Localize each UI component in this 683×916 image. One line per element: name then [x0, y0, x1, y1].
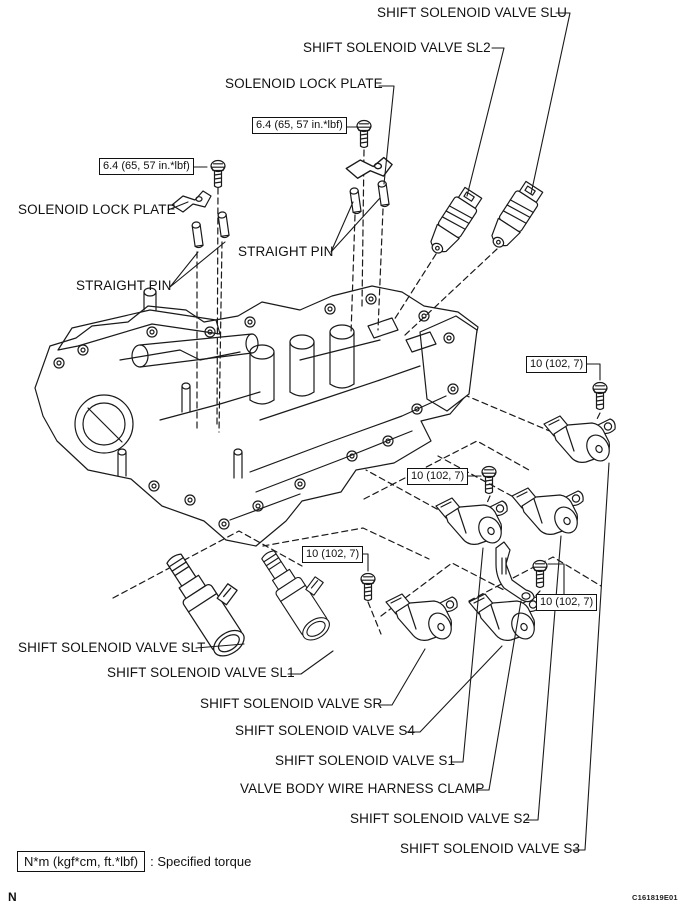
valve-body-drawing: [34, 285, 479, 547]
torque-spec-lock-plate-bolt: 6.4 (65, 57 in.*lbf): [252, 117, 347, 135]
s3-solenoid-drawing: [543, 415, 616, 466]
label-shift-solenoid-valve-sl1: SHIFT SOLENOID VALVE SL1: [107, 665, 295, 680]
label-solenoid-lock-plate-left: SOLENOID LOCK PLATE: [18, 202, 176, 217]
label-valve-body-wire-harness-clamp: VALVE BODY WIRE HARNESS CLAMP: [240, 781, 485, 796]
s2-solenoid-drawing: [511, 487, 584, 538]
torque-spec-solenoid-bolt: 10 (102, 7): [407, 468, 469, 486]
torque-legend: N*m (kgf*cm, ft.*lbf) : Specified torque: [17, 851, 251, 872]
torque-unit-box: N*m (kgf*cm, ft.*lbf): [17, 851, 146, 872]
bolt-icon: [356, 119, 372, 149]
torque-spec-solenoid-bolt: 10 (102, 7): [302, 546, 364, 564]
figure-code: C161819E01: [632, 893, 678, 902]
label-shift-solenoid-valve-s3: SHIFT SOLENOID VALVE S3: [400, 841, 581, 856]
straight-pin-drawing: [349, 186, 362, 215]
torque-spec-solenoid-bolt: 10 (102, 7): [536, 594, 598, 612]
label-shift-solenoid-valve-slt: SHIFT SOLENOID VALVE SLT: [18, 640, 206, 655]
bolt-holes: [53, 293, 430, 530]
page-marker: N: [8, 890, 17, 904]
sr-solenoid-drawing: [385, 593, 458, 644]
bolt-icon: [532, 559, 548, 589]
lock-plate-left-drawing: [171, 190, 212, 213]
harness-clamp-drawing: [495, 541, 535, 603]
slu-solenoid-drawing: [484, 179, 546, 254]
straight-pin-drawing: [191, 220, 204, 249]
label-shift-solenoid-valve-s4: SHIFT SOLENOID VALVE S4: [235, 723, 416, 738]
label-shift-solenoid-valve-slu: SHIFT SOLENOID VALVE SLU: [377, 5, 567, 20]
torque-spec-lock-plate-bolt: 6.4 (65, 57 in.*lbf): [99, 158, 194, 176]
label-shift-solenoid-valve-s1: SHIFT SOLENOID VALVE S1: [275, 753, 456, 768]
straight-pin-drawing: [217, 210, 230, 239]
label-shift-solenoid-valve-s2: SHIFT SOLENOID VALVE S2: [350, 811, 531, 826]
torque-legend-description: : Specified torque: [150, 854, 252, 869]
leader-lines: [167, 12, 610, 851]
label-straight-pin-mid: STRAIGHT PIN: [238, 244, 334, 259]
straight-pin-drawing: [377, 179, 390, 208]
bolt-icon: [210, 159, 226, 189]
sl2-solenoid-drawing: [423, 185, 485, 260]
torque-spec-solenoid-bolt: 10 (102, 7): [526, 356, 588, 374]
bolt-icon: [360, 572, 376, 602]
label-solenoid-lock-plate-top: SOLENOID LOCK PLATE: [225, 76, 383, 91]
label-shift-solenoid-valve-sl2: SHIFT SOLENOID VALVE SL2: [303, 40, 491, 55]
label-shift-solenoid-valve-sr: SHIFT SOLENOID VALVE SR: [200, 696, 383, 711]
label-straight-pin-left: STRAIGHT PIN: [76, 278, 172, 293]
bolt-icon: [481, 465, 497, 495]
bolt-icon: [592, 381, 608, 411]
s1-solenoid-drawing: [435, 497, 508, 548]
